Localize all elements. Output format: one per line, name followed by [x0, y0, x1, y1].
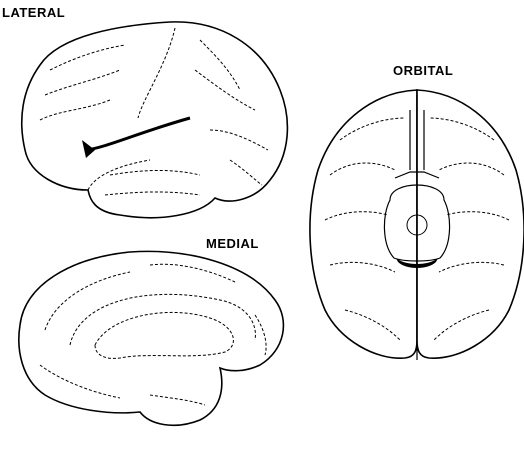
medial-view-label: MEDIAL [206, 236, 259, 251]
medial-brain-view [19, 251, 284, 425]
orbital-brain-view [310, 90, 524, 360]
lateral-view-label: LATERAL [2, 5, 65, 20]
orbital-view-label: ORBITAL [393, 63, 453, 78]
lateral-brain-view [22, 22, 288, 218]
